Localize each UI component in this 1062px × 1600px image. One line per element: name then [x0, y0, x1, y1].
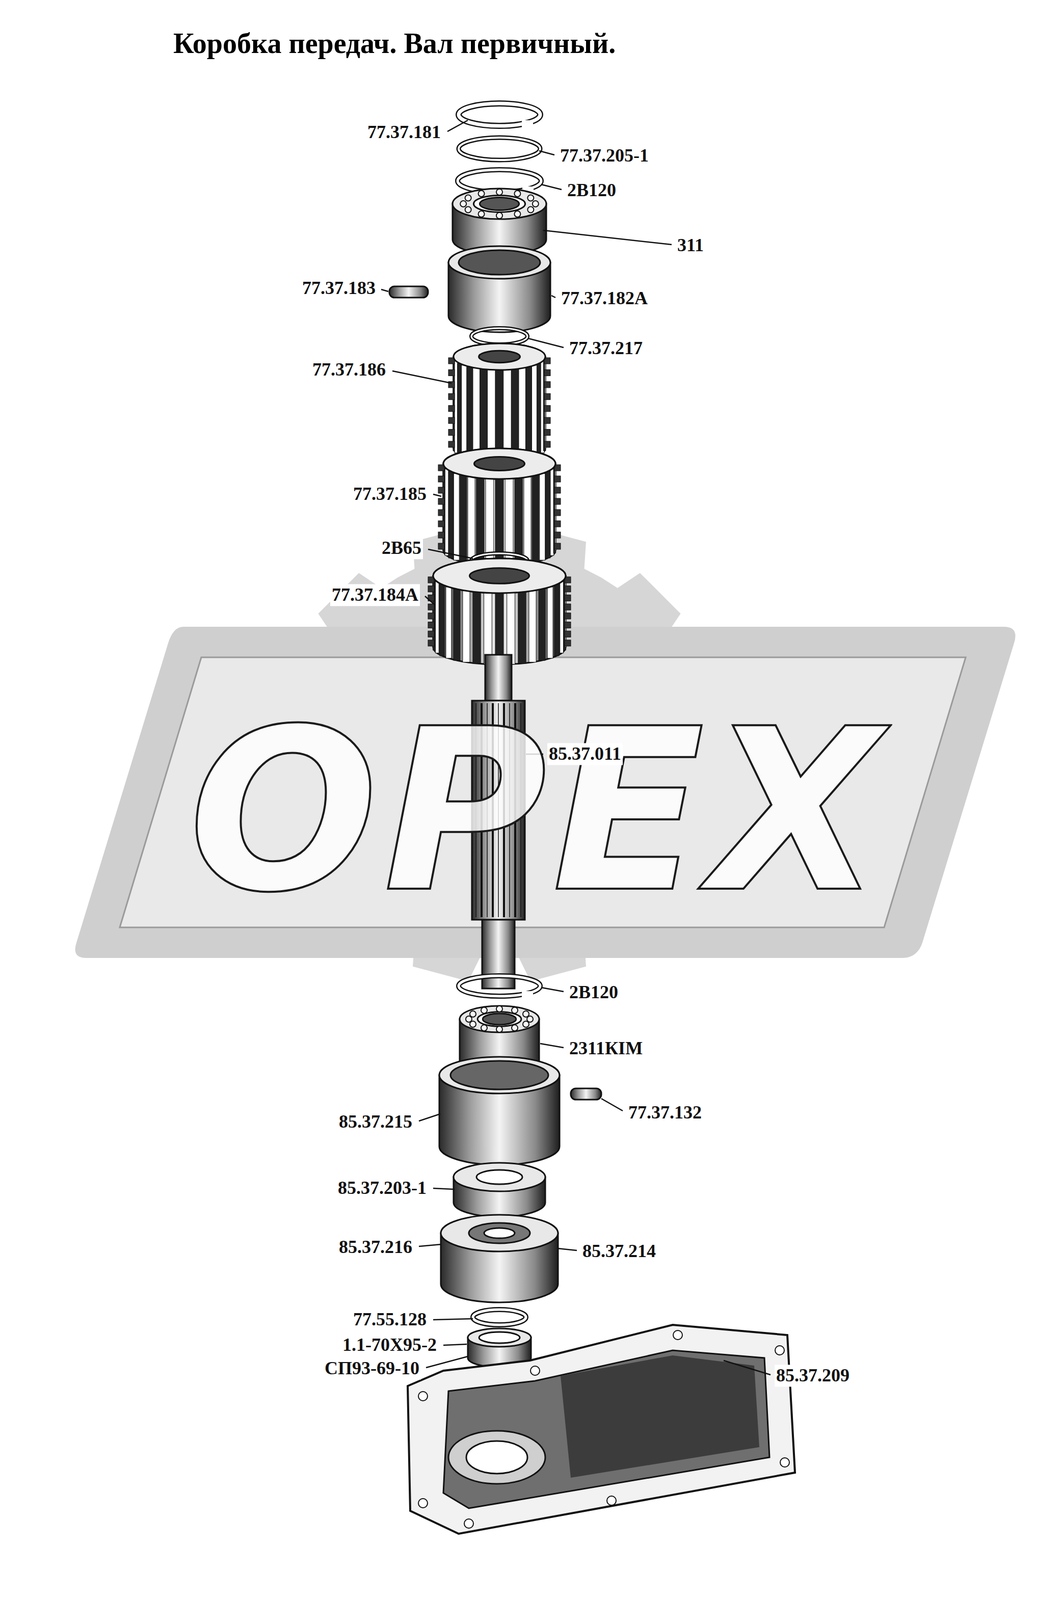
part-number: 77.37.205-1 — [558, 144, 651, 167]
snap-ring — [458, 103, 541, 132]
leader-line — [541, 987, 564, 992]
leader-line — [433, 1318, 473, 1320]
part-number: 85.37.215 — [337, 1110, 414, 1133]
part-number: 85.37.209 — [774, 1364, 852, 1387]
leader-line — [539, 150, 555, 155]
leader-line — [426, 1356, 468, 1368]
leader-line — [557, 1248, 577, 1251]
part-number: 77.37.183 — [300, 277, 378, 300]
gear — [438, 448, 561, 566]
leader-line — [418, 1244, 442, 1247]
shim-disc — [453, 1162, 546, 1217]
ring — [472, 1309, 526, 1325]
part-number: 85.37.216 — [337, 1236, 414, 1259]
part-number: 1.1-70Х95-2 — [340, 1334, 439, 1357]
bearing-cup — [439, 1056, 560, 1165]
leader-line — [541, 184, 562, 190]
watermark-logo — [75, 526, 1016, 982]
leader-line — [723, 1360, 771, 1375]
part-number: 85.37.011 — [547, 742, 623, 765]
leader-line — [428, 549, 473, 559]
part-number: 85.37.203-1 — [336, 1177, 429, 1200]
gearbox-cover — [407, 1324, 795, 1534]
part-number: 77.55.128 — [351, 1308, 429, 1331]
snap-ring — [458, 975, 541, 1002]
watermark: ОРЕХ — [188, 699, 887, 924]
part-number: 77.37.186 — [310, 358, 388, 381]
part-number: 77.37.182А — [559, 287, 650, 310]
shim-ring — [458, 137, 541, 161]
part-number: 77.37.132 — [626, 1101, 704, 1124]
spacer-ring — [471, 328, 528, 345]
bearing-cap — [440, 1214, 559, 1303]
leader-line — [433, 494, 442, 497]
logo-band — [75, 626, 1016, 959]
leader-line — [601, 1098, 623, 1111]
part-number: СП93-69-10 — [323, 1357, 421, 1380]
logo-band-inner — [119, 657, 966, 928]
leader-line — [527, 338, 564, 348]
leader-line — [425, 596, 435, 605]
leader-line — [392, 370, 452, 384]
leader-line — [540, 1043, 564, 1048]
part-number: 77.37.181 — [365, 121, 443, 144]
gear — [448, 343, 551, 462]
ball-bearing — [452, 188, 547, 255]
leader-line — [447, 120, 468, 132]
leader-line — [433, 1188, 455, 1190]
part-number: 311 — [675, 234, 706, 257]
leader-line — [551, 295, 556, 298]
diagram-title: Коробка передач. Вал первичный. — [173, 26, 616, 61]
part-number: 2В65 — [380, 537, 423, 560]
leader-line — [443, 1344, 467, 1346]
part-number: 77.37.184А — [330, 583, 420, 606]
gear — [428, 558, 571, 665]
part-number: 77.37.185 — [351, 483, 429, 506]
leader-line — [543, 230, 672, 245]
part-number: 2311КIМ — [567, 1037, 645, 1060]
leader-line — [418, 1113, 441, 1122]
part-number: 77.37.217 — [567, 337, 645, 360]
bearing-cup — [448, 246, 551, 333]
part-number: 2В120 — [567, 981, 620, 1004]
leader-line — [381, 289, 389, 292]
pin — [389, 286, 429, 298]
part-number: 85.37.214 — [580, 1240, 658, 1263]
pin — [570, 1088, 602, 1100]
part-number: 2В120 — [565, 179, 618, 202]
